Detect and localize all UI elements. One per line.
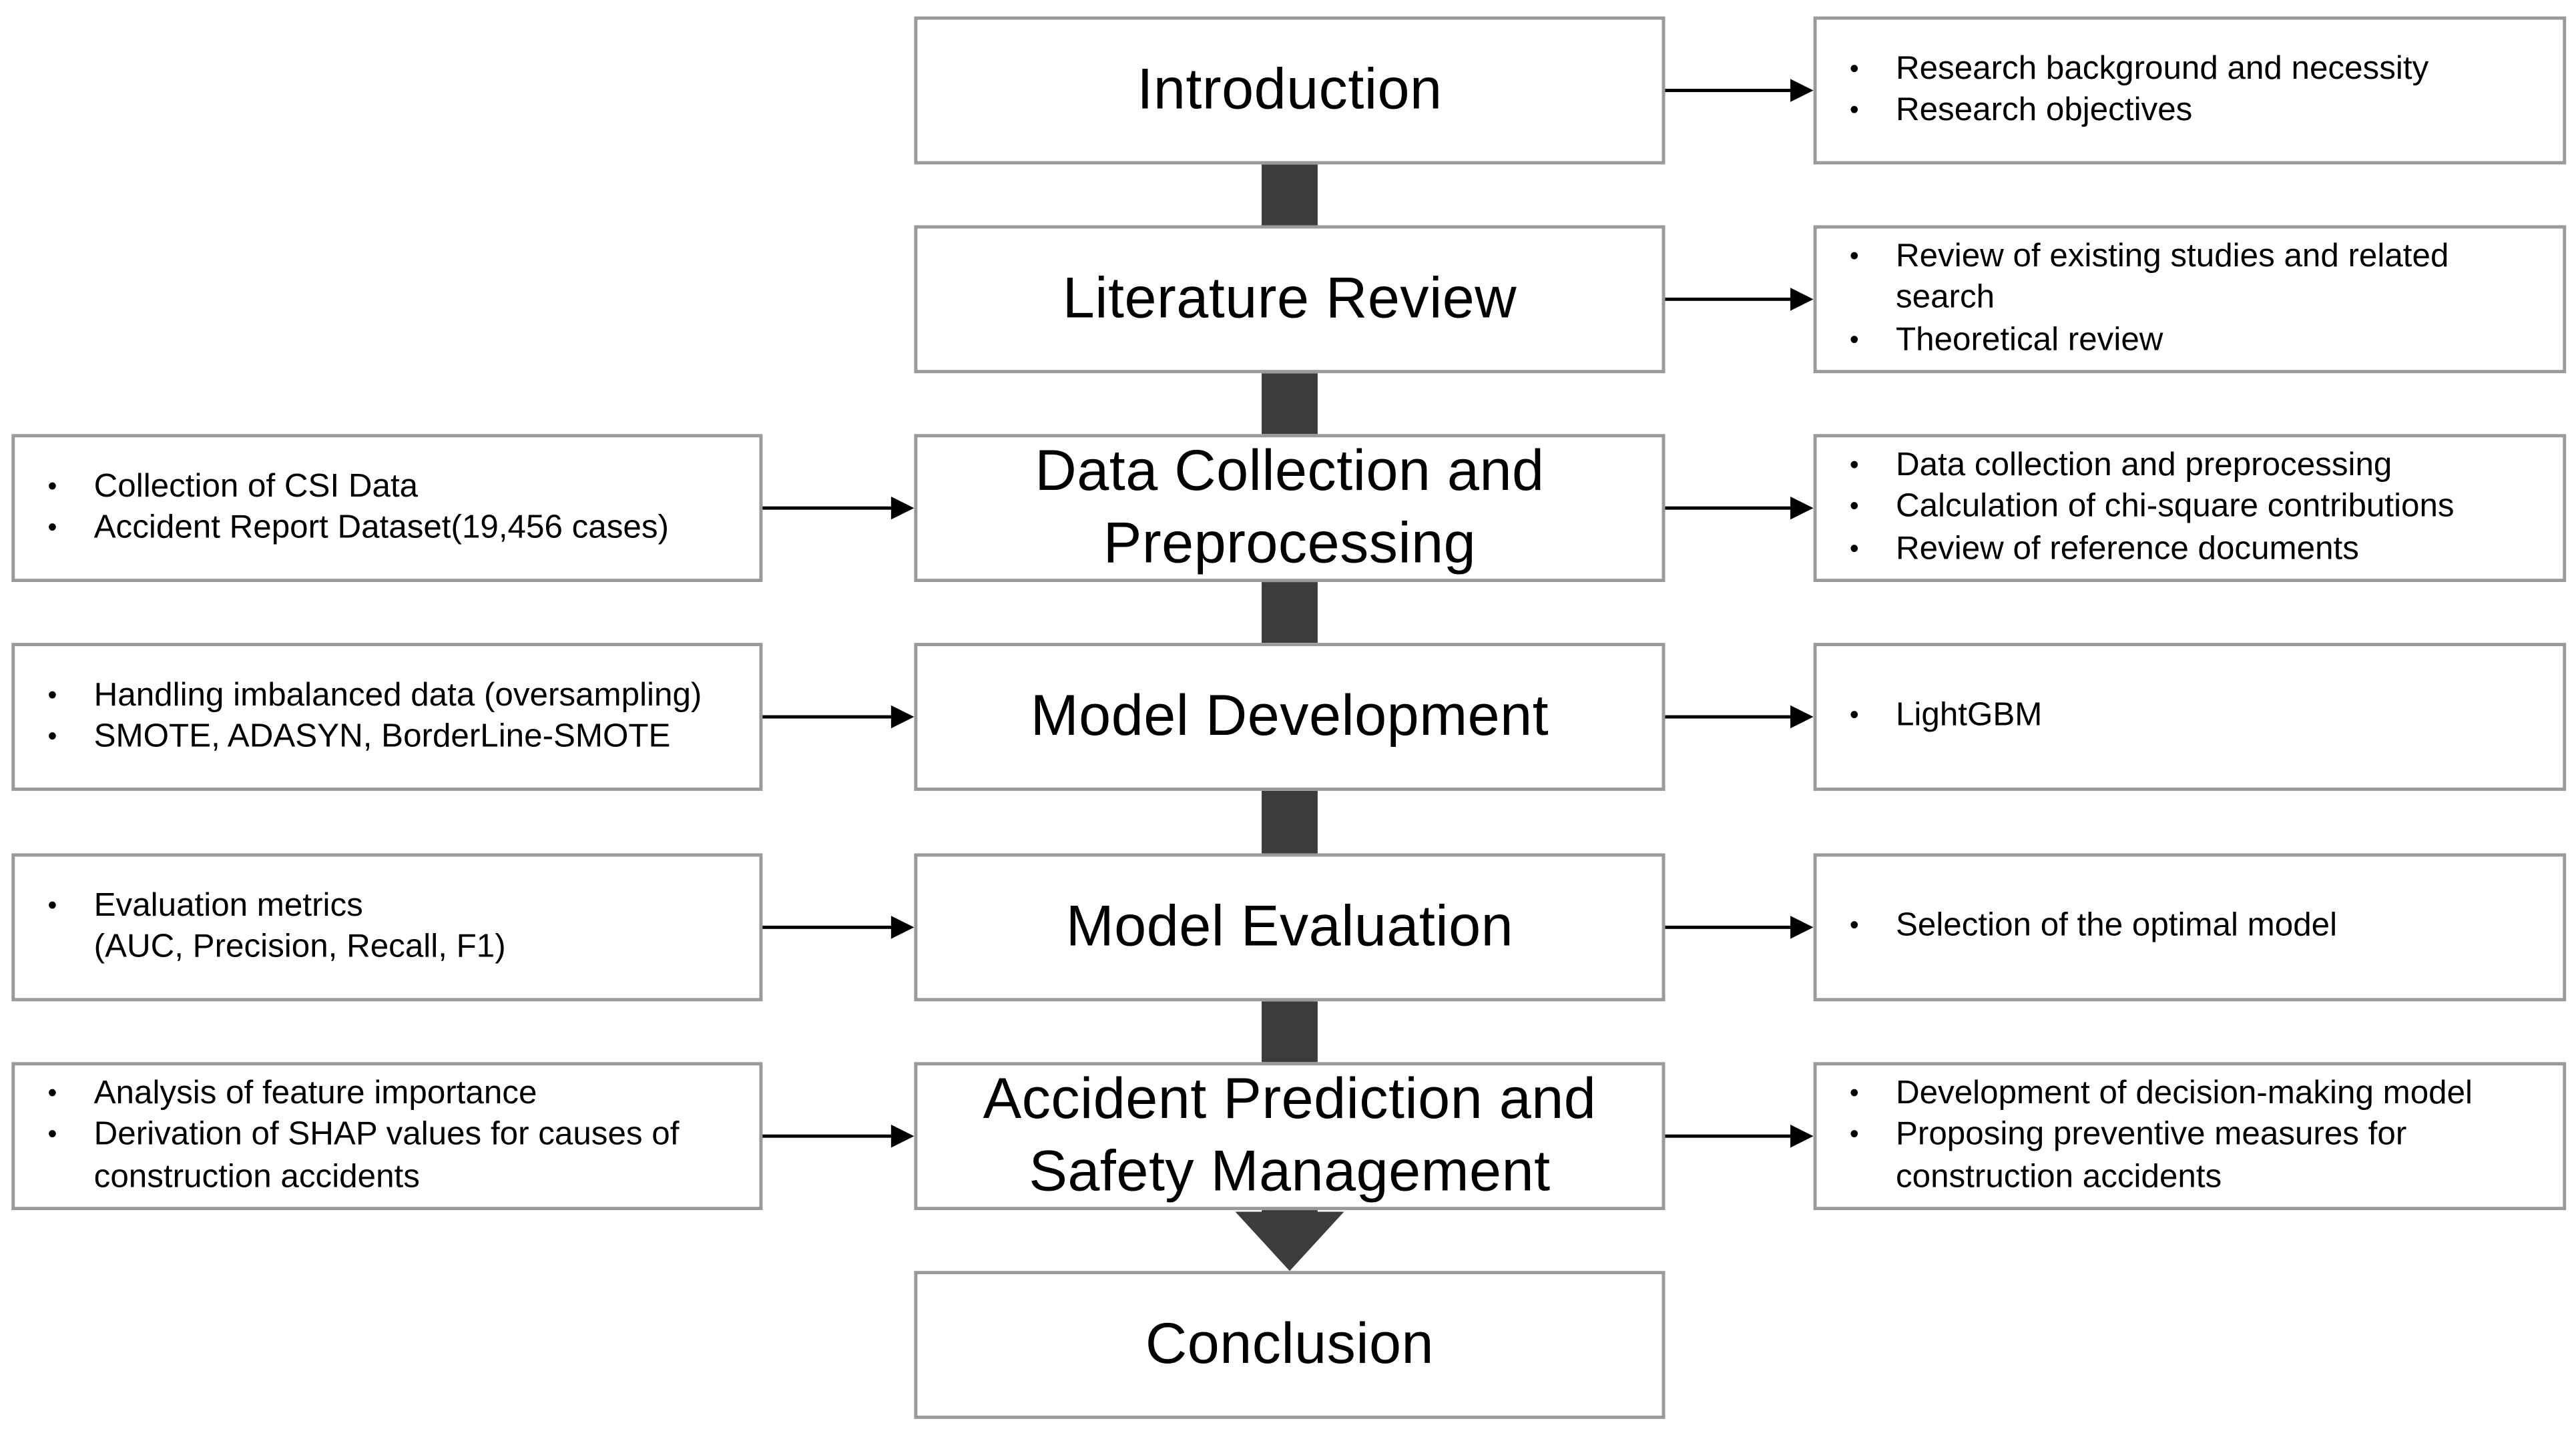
- note-item: Collection of CSI Data: [48, 466, 669, 508]
- left-arrow-head: [890, 916, 915, 939]
- left-arrow-head: [890, 496, 915, 520]
- right-arrow-line: [1665, 89, 1794, 92]
- flow-connector: [1262, 1210, 1318, 1212]
- right-note-list: Data collection and preprocessingCalcula…: [1817, 445, 2471, 571]
- right-note-list: Research background and necessityResearc…: [1817, 49, 2445, 133]
- right-note-list: Review of existing studies and related s…: [1817, 236, 2466, 362]
- right-arrow-head: [1790, 79, 1814, 102]
- left-note-list: Handling imbalanced data (oversampling)S…: [15, 675, 718, 759]
- stage-title: Introduction: [1137, 57, 1443, 122]
- stage-title: Model Evaluation: [1065, 894, 1514, 959]
- stage-box-accident-prediction: Accident Prediction and Safety Managemen…: [914, 1062, 1665, 1211]
- right-arrow-head: [1790, 705, 1814, 729]
- stage-box-literature-review: Literature Review: [914, 225, 1665, 374]
- right-arrow-head: [1790, 288, 1814, 311]
- left-arrow-head: [890, 1124, 915, 1148]
- note-item: Derivation of SHAP values for causes of …: [48, 1115, 680, 1199]
- flow-connector: [1262, 373, 1318, 435]
- right-note-accident-prediction: Development of decision-making modelProp…: [1813, 1062, 2567, 1211]
- left-arrow-head: [890, 705, 915, 729]
- note-item: Development of decision-making model: [1850, 1073, 2473, 1115]
- stage-box-model-development: Model Development: [914, 643, 1665, 791]
- flow-connector: [1262, 582, 1318, 643]
- left-note-list: Evaluation metrics(AUC, Precision, Recal…: [15, 886, 522, 970]
- right-arrow-line: [1665, 297, 1794, 301]
- note-item: Research background and necessity: [1850, 49, 2428, 91]
- left-arrow-line: [762, 1134, 894, 1138]
- right-arrow-line: [1665, 925, 1794, 929]
- stage-box-introduction: Introduction: [914, 16, 1665, 165]
- flow-connector: [1262, 790, 1318, 854]
- note-item: (AUC, Precision, Recall, F1): [93, 928, 506, 966]
- note-item: Review of reference documents: [1850, 529, 2455, 571]
- flow-connector: [1262, 164, 1318, 226]
- left-note-model-evaluation: Evaluation metrics(AUC, Precision, Recal…: [11, 853, 763, 1002]
- note-item: Selection of the optimal model: [1850, 906, 2337, 948]
- right-note-literature-review: Review of existing studies and related s…: [1813, 225, 2567, 374]
- right-arrow-line: [1665, 506, 1794, 510]
- stage-box-data-collection: Data Collection and Preprocessing: [914, 434, 1665, 583]
- stage-title: Conclusion: [1145, 1312, 1435, 1376]
- left-note-model-development: Handling imbalanced data (oversampling)S…: [11, 643, 763, 791]
- note-item: SMOTE, ADASYN, BorderLine-SMOTE: [48, 717, 702, 759]
- note-item: Proposing preventive measures for constr…: [1850, 1115, 2473, 1199]
- right-arrow-line: [1665, 1134, 1794, 1138]
- left-note-list: Analysis of feature importanceDerivation…: [15, 1073, 696, 1199]
- note-item: Review of existing studies and related s…: [1850, 236, 2449, 320]
- stage-box-conclusion: Conclusion: [914, 1271, 1665, 1419]
- note-item: Handling imbalanced data (oversampling): [48, 675, 702, 717]
- right-note-list: LightGBM: [1817, 696, 2059, 738]
- note-item: Data collection and preprocessing: [1850, 445, 2455, 487]
- note-item: LightGBM: [1850, 696, 2043, 738]
- note-item: Theoretical review: [1850, 320, 2449, 362]
- left-arrow-line: [762, 506, 894, 510]
- note-item: Analysis of feature importance: [48, 1073, 680, 1115]
- left-note-data-collection: Collection of CSI DataAccident Report Da…: [11, 434, 763, 583]
- flow-arrow-head: [1235, 1211, 1344, 1271]
- stage-title: Accident Prediction and Safety Managemen…: [983, 1067, 1597, 1204]
- left-note-list: Collection of CSI DataAccident Report Da…: [15, 466, 685, 550]
- note-item: Accident Report Dataset(19,456 cases): [48, 508, 669, 550]
- left-note-accident-prediction: Analysis of feature importanceDerivation…: [11, 1062, 763, 1211]
- stage-title: Data Collection and Preprocessing: [1035, 439, 1545, 576]
- flow-connector: [1262, 1001, 1318, 1063]
- stage-title: Literature Review: [1062, 266, 1517, 331]
- right-note-list: Development of decision-making modelProp…: [1817, 1073, 2489, 1199]
- right-note-list: Selection of the optimal model: [1817, 906, 2354, 948]
- right-arrow-head: [1790, 916, 1814, 939]
- right-note-data-collection: Data collection and preprocessingCalcula…: [1813, 434, 2567, 583]
- note-item: Evaluation metrics: [48, 886, 506, 928]
- right-arrow-line: [1665, 715, 1794, 719]
- left-arrow-line: [762, 715, 894, 719]
- right-note-model-development: LightGBM: [1813, 643, 2567, 791]
- right-arrow-head: [1790, 1124, 1814, 1148]
- right-note-model-evaluation: Selection of the optimal model: [1813, 853, 2567, 1002]
- right-arrow-head: [1790, 496, 1814, 520]
- note-item: Research objectives: [1850, 90, 2428, 132]
- left-arrow-line: [762, 925, 894, 929]
- right-note-introduction: Research background and necessityResearc…: [1813, 16, 2567, 165]
- note-item: Calculation of chi-square contributions: [1850, 487, 2455, 529]
- stage-box-model-evaluation: Model Evaluation: [914, 853, 1665, 1002]
- stage-title: Model Development: [1030, 683, 1549, 748]
